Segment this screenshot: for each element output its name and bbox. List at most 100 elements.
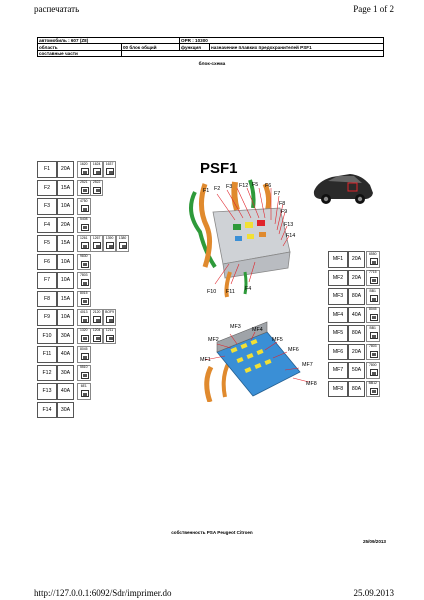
fuse-amperage: 30A bbox=[57, 327, 74, 344]
fuse-amperage: 15A bbox=[57, 179, 74, 196]
component-codes: 6E1 bbox=[77, 383, 91, 400]
print-link[interactable]: распечатать bbox=[34, 4, 80, 14]
component-code: 9830 bbox=[79, 254, 88, 258]
component-cell: 7803 bbox=[77, 272, 91, 289]
fuse-name: F11 bbox=[37, 346, 57, 363]
component-symbol-icon bbox=[119, 242, 128, 249]
component-code: 1320 bbox=[79, 328, 88, 332]
component-symbol-icon bbox=[80, 371, 89, 379]
component-cell: 7803 bbox=[366, 343, 380, 360]
component-code: 4013 bbox=[79, 309, 88, 314]
component-symbol-icon bbox=[80, 316, 89, 323]
component-symbol-icon bbox=[369, 258, 378, 265]
component-cell: 1380 bbox=[115, 235, 130, 252]
fuse-callout-label: F14 bbox=[286, 233, 296, 239]
fuse-callout-label: F7 bbox=[274, 191, 281, 197]
component-symbol-icon bbox=[80, 334, 89, 342]
fuse-name: MF5 bbox=[328, 325, 348, 342]
component-cell: 1320 bbox=[77, 327, 91, 344]
component-symbol-icon bbox=[106, 168, 115, 175]
component-cell: 1390 bbox=[102, 235, 117, 252]
fuse-amperage: 80A bbox=[348, 325, 365, 342]
fuse-amperage: 40A bbox=[348, 306, 365, 323]
component-cell: 1204 bbox=[89, 327, 104, 344]
component-cell: 6550 bbox=[366, 251, 380, 268]
component-symbol-icon bbox=[369, 295, 378, 302]
fuse-callout-label: F6 bbox=[265, 183, 272, 189]
fuse-name: F10 bbox=[37, 327, 57, 344]
component-cell: 1624 bbox=[89, 161, 104, 178]
fuse-name: F3 bbox=[37, 198, 57, 215]
fuse-callout-label: MF8 bbox=[306, 381, 317, 387]
component-codes: 8045 bbox=[77, 346, 91, 363]
component-symbol-icon bbox=[369, 332, 378, 339]
component-codes: 5408 bbox=[77, 216, 91, 233]
component-symbol-icon bbox=[93, 334, 102, 342]
fuse-name: F9 bbox=[37, 309, 57, 326]
component-symbol-icon bbox=[80, 168, 89, 175]
component-cell: 2521 bbox=[77, 179, 91, 196]
fuse-name: F4 bbox=[37, 216, 57, 233]
fuse-amperage: 80A bbox=[348, 288, 365, 305]
component-symbol-icon bbox=[80, 260, 89, 268]
components-label-cell: составные части bbox=[37, 49, 122, 58]
fuse-callout-label: F1 bbox=[203, 188, 210, 194]
fuse-amperage: 80A bbox=[348, 380, 365, 397]
component-codes: BB1 bbox=[366, 325, 380, 342]
component-codes: 4750 bbox=[77, 198, 91, 215]
component-symbol-icon bbox=[80, 297, 89, 305]
component-symbol-icon bbox=[80, 205, 89, 212]
component-cell: 7800 bbox=[366, 362, 380, 379]
component-code: 6550 bbox=[368, 251, 377, 256]
component-cell: 7715 bbox=[366, 269, 380, 286]
component-codes: 5510 bbox=[77, 364, 91, 381]
fuse-name: MF1 bbox=[328, 251, 348, 268]
component-code: BB1 bbox=[369, 288, 376, 293]
component-symbol-icon bbox=[369, 276, 378, 284]
component-code: 8045 bbox=[79, 346, 88, 351]
component-cell: 2522 bbox=[89, 179, 104, 196]
fuse-callout-label: MF1 bbox=[200, 357, 211, 363]
car-illustration bbox=[313, 174, 373, 204]
component-symbol-icon bbox=[80, 279, 89, 286]
component-code: 1261 bbox=[79, 235, 88, 240]
component-cell: BB12 bbox=[366, 380, 380, 397]
fuse-callout-label: F8 bbox=[279, 201, 286, 207]
component-symbol-icon bbox=[93, 168, 102, 175]
component-code: 1267 bbox=[92, 235, 101, 240]
page-indicator: Page 1 of 2 bbox=[353, 4, 394, 14]
page-url[interactable]: http://127.0.0.1:6092/Sdr/imprimer.do bbox=[34, 588, 172, 598]
fuse-amperage: 20A bbox=[57, 216, 74, 233]
component-symbol-icon bbox=[106, 242, 115, 249]
component-codes: 7803 bbox=[77, 272, 91, 289]
component-cell: 8045 bbox=[77, 346, 91, 363]
component-code: BOF9 bbox=[105, 309, 114, 314]
browser-footer: http://127.0.0.1:6092/Sdr/imprimer.do 25… bbox=[0, 588, 424, 600]
fuse-amperage: 15A bbox=[57, 290, 74, 307]
component-codes: 6550 bbox=[366, 251, 380, 268]
component-code: 1380 bbox=[118, 235, 127, 240]
component-codes: 9830 bbox=[77, 253, 91, 270]
component-code: BB1 bbox=[369, 325, 376, 330]
fuse-amperage: 30A bbox=[57, 401, 74, 418]
component-code: 1204 bbox=[92, 328, 101, 332]
component-cell: 4750 bbox=[77, 198, 91, 215]
browser-header: распечатать Page 1 of 2 bbox=[0, 4, 424, 16]
component-code: 2522 bbox=[92, 180, 101, 184]
component-symbol-icon bbox=[106, 334, 115, 342]
fuse-callout-label: MF3 bbox=[230, 324, 241, 330]
component-code: BB12 bbox=[368, 381, 377, 385]
print-date: 25.09.2013 bbox=[353, 588, 395, 598]
component-cell: 1620 bbox=[77, 161, 91, 178]
fuse-callout-label: F2 bbox=[214, 186, 221, 192]
fuse-callout-label: MF6 bbox=[288, 347, 299, 353]
component-code: 1637 bbox=[105, 161, 114, 166]
fuse-amperage: 10A bbox=[57, 272, 74, 289]
component-cell: 8015 bbox=[77, 290, 91, 307]
component-cell: 2120 bbox=[89, 309, 104, 326]
fuse-callout-label: F10 bbox=[207, 289, 217, 295]
fuse-amperage: 10A bbox=[57, 253, 74, 270]
